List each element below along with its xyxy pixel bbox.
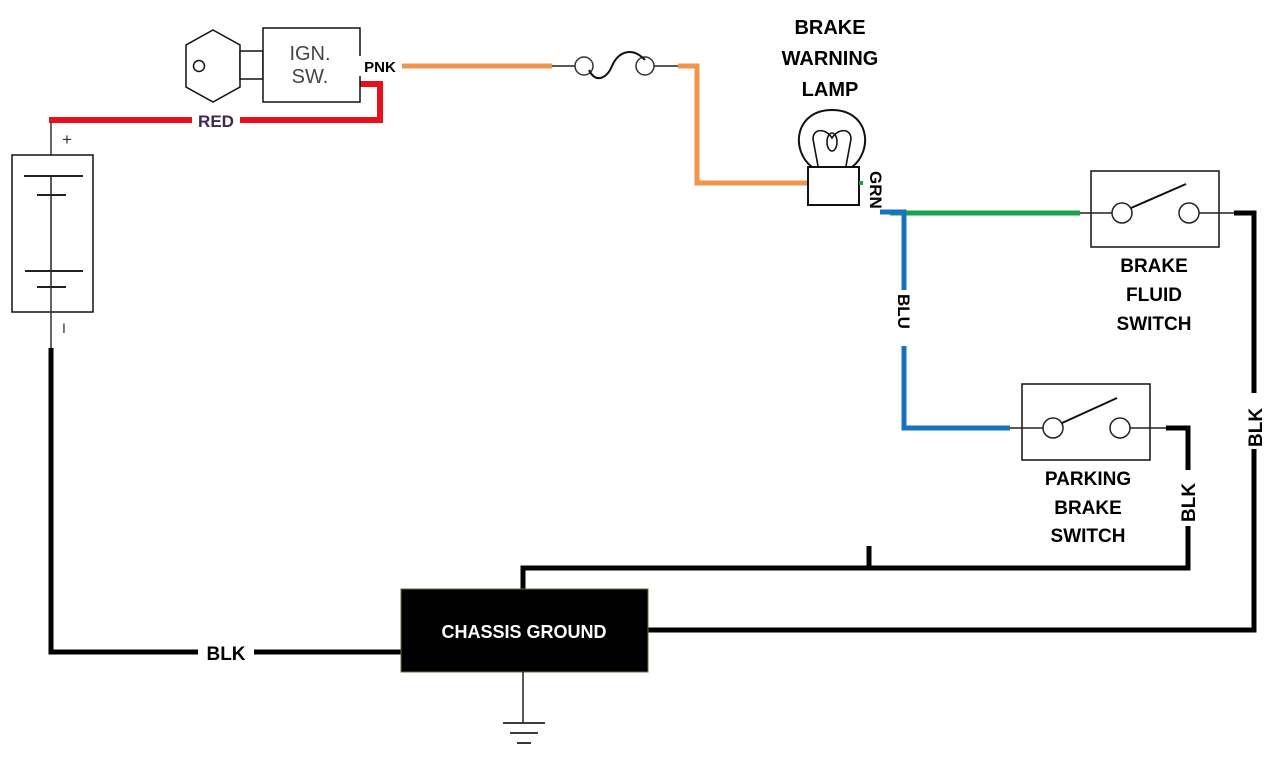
orange-wire xyxy=(678,63,808,186)
lamp-socket xyxy=(807,166,860,206)
black-wire-parking xyxy=(520,425,1191,590)
parking-switch-box xyxy=(1021,383,1151,461)
fluid-switch-label-line1: BRAKE xyxy=(1120,256,1188,277)
chassis-ground-box xyxy=(400,588,649,673)
lamp-label-line1: BRAKE xyxy=(794,17,865,39)
ignition-switch-box xyxy=(262,27,361,103)
blu-wire-label: BLU xyxy=(894,294,913,329)
switch-contact-icon xyxy=(1130,183,1187,209)
red-wire-label: RED xyxy=(198,112,234,131)
ground-symbol-icon xyxy=(503,722,545,744)
parking-switch-label-line3: SWITCH xyxy=(1051,526,1126,547)
pnk-wire-label: PNK xyxy=(364,59,396,76)
fluid-switch-label-line2: FLUID xyxy=(1126,285,1182,306)
blk-fluid-wire-label: BLK xyxy=(1246,408,1267,447)
chassis-ground: CHASSIS GROUND xyxy=(400,588,649,744)
brake-fluid-switch: BRAKE FLUID SWITCH xyxy=(1080,170,1234,335)
parking-switch-label-line2: BRAKE xyxy=(1054,498,1122,519)
parking-switch-label-line1: PARKING xyxy=(1045,469,1131,490)
battery-minus-sign: I xyxy=(62,320,66,336)
grn-wire-label: GRN xyxy=(866,171,885,209)
ignition-switch-label-line1: IGN. xyxy=(289,43,330,65)
fuse-icon xyxy=(552,51,678,80)
lamp-label-line3: LAMP xyxy=(802,79,859,101)
parking-brake-switch: PARKING BRAKE SWITCH xyxy=(1010,383,1166,547)
switch-contact-icon xyxy=(1061,397,1118,424)
lamp-label-line2: WARNING xyxy=(782,48,879,70)
blk-battery-wire-label: BLK xyxy=(206,644,245,665)
fluid-switch-label-line3: SWITCH xyxy=(1117,314,1192,335)
battery-case xyxy=(11,154,94,313)
battery-plus-sign: + xyxy=(62,130,72,149)
ignition-switch-label-line2: SW. xyxy=(292,66,329,88)
black-wire-battery xyxy=(48,348,402,655)
battery: + I xyxy=(11,118,94,348)
brake-fluid-switch-box xyxy=(1090,170,1220,248)
ignition-switch: IGN. SW. xyxy=(185,27,361,103)
blk-parking-wire-label: BLK xyxy=(1179,483,1200,522)
chassis-ground-label: CHASSIS GROUND xyxy=(441,622,606,642)
key-icon xyxy=(185,29,241,103)
brake-warning-lamp: BRAKE WARNING LAMP xyxy=(782,17,879,206)
